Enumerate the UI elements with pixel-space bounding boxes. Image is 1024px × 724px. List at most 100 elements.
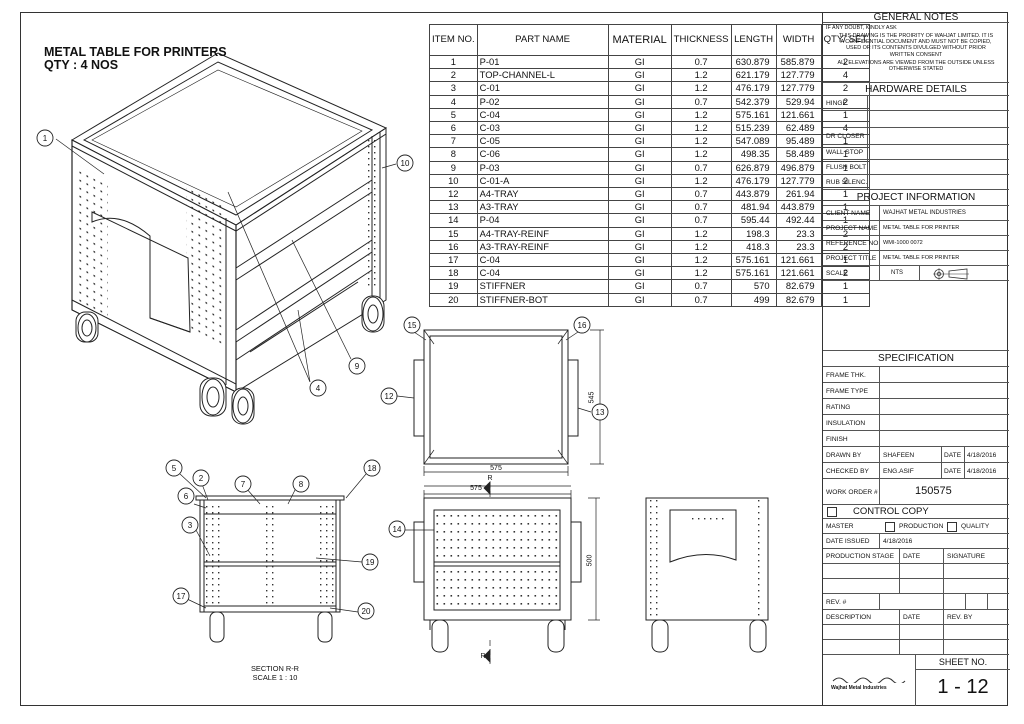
bom-material: GI xyxy=(607,68,672,83)
drawing-qty: QTY : 4 NOS xyxy=(44,58,119,72)
bom-thickness: 0.7 xyxy=(670,279,732,294)
balloon-20: 20 xyxy=(361,607,371,616)
general-notes-header: GENERAL NOTES xyxy=(823,12,1009,23)
bom-item: 13 xyxy=(429,200,478,215)
production-checkbox[interactable] xyxy=(885,522,895,532)
control-copy-label: CONTROL COPY xyxy=(853,506,929,517)
checked-value: ENG.ASIF xyxy=(883,468,914,475)
bom-item: 17 xyxy=(429,253,478,268)
signature-label: SIGNATURE xyxy=(947,553,985,560)
bom-part-name: C-01-A xyxy=(476,173,609,189)
bom-item: 19 xyxy=(429,279,478,294)
quality-checkbox[interactable] xyxy=(947,522,957,532)
isometric-view xyxy=(55,52,397,425)
dim-575-a: 575 xyxy=(470,485,482,492)
date-issued-value: 4/18/2016 xyxy=(883,538,913,545)
prod-stage-row-2 xyxy=(823,579,1009,594)
hw-row-hinge: HINGE xyxy=(823,96,1009,111)
bom-length: 515.239 xyxy=(730,121,777,136)
specification-header: SPECIFICATION xyxy=(823,351,1009,367)
bom-length: 595.44 xyxy=(730,213,777,228)
bom-part-name: A3-TRAY-REINF xyxy=(476,239,609,255)
control-copy-checkbox[interactable] xyxy=(827,507,837,517)
rev-date-label: DATE xyxy=(903,614,921,621)
logo-arabic-mark-icon xyxy=(832,677,906,685)
bom-item: 9 xyxy=(429,160,478,175)
bom-part-name: C-04 xyxy=(476,253,609,268)
revision-row-2 xyxy=(823,640,1009,655)
bom-material: GI xyxy=(607,81,672,96)
drawing-title-text: METAL TABLE FOR PRINTERS xyxy=(44,45,227,59)
balloon-19: 19 xyxy=(365,558,375,567)
bom-thickness: 1.2 xyxy=(670,68,732,83)
bom-thickness: 1.2 xyxy=(670,239,732,255)
bom-material: GI xyxy=(607,107,672,123)
note-1: IF ANY DOUBT, KINDLY ASK xyxy=(826,25,897,31)
rev-by-label: REV. BY xyxy=(947,614,973,621)
balloon-17: 17 xyxy=(176,592,186,601)
section-marker-bottom: R xyxy=(480,653,486,660)
bom-part-name: STIFFNER xyxy=(476,279,609,294)
hw-row-stop: WALL STOP xyxy=(823,145,1009,160)
balloon-8: 8 xyxy=(298,480,304,489)
bom-material: GI xyxy=(607,187,672,202)
bom-thickness: 0.7 xyxy=(670,160,732,175)
dim-500: 500 xyxy=(586,554,594,567)
bom-width: 127.779 xyxy=(775,173,822,189)
bom-material: GI xyxy=(607,292,672,307)
bom-length: 575.161 xyxy=(730,266,777,281)
balloon-12: 12 xyxy=(384,392,394,401)
bom-part-name: C-04 xyxy=(476,266,609,281)
bom-width: 127.779 xyxy=(775,81,822,96)
general-notes: IF ANY DOUBT, KINDLY ASK THIS DRAWING IS… xyxy=(823,23,1009,91)
spec-frame-thk-row: FRAME THK. xyxy=(823,367,1009,383)
checked-date: 4/18/2016 xyxy=(967,468,997,475)
ref-label: REFERENCE NO xyxy=(826,240,879,247)
bom-width: 82.679 xyxy=(775,292,822,307)
bom-part-name: A4-TRAY-REINF xyxy=(476,226,609,241)
bom-width: 261.94 xyxy=(775,187,822,202)
bom-length: 499 xyxy=(730,292,777,307)
bom-qty: 4 xyxy=(820,68,871,83)
client-label: CLIENT NAME xyxy=(826,210,871,217)
bom-width: 121.661 xyxy=(775,266,822,281)
drawn-date: 4/18/2016 xyxy=(967,452,997,459)
bom-part-name: TOP-CHANNEL-L xyxy=(476,68,609,83)
bom-width: 82.679 xyxy=(775,279,822,294)
bom-thickness: 1.2 xyxy=(670,226,732,241)
client-value: WAJHAT METAL INDUSTRIES xyxy=(883,210,966,216)
bom-header-thickness: THICKNESS xyxy=(670,24,732,56)
balloon-9: 9 xyxy=(354,362,360,371)
bom-header-part: PART NAME xyxy=(476,24,609,56)
logo-text: Wajhat Metal Industries xyxy=(831,685,887,691)
hw-bolt: FLUSH BOLT xyxy=(826,164,867,171)
bom-thickness: 1.2 xyxy=(670,173,732,189)
top-view xyxy=(396,329,604,476)
bom-length: 630.879 xyxy=(730,54,777,70)
bom-length: 476.179 xyxy=(730,81,777,96)
section-name: SECTION R-R xyxy=(250,664,300,673)
bom-thickness: 0.7 xyxy=(670,213,732,228)
bom-header-row: ITEM NO. PART NAME MATERIAL THICKNESS LE… xyxy=(429,24,871,56)
project-info-header: PROJECT INFORMATION xyxy=(823,190,1009,206)
bom-thickness: 1.2 xyxy=(670,107,732,123)
bom-qty: 2 xyxy=(820,226,871,241)
work-order-row: WORK ORDER #150575 xyxy=(823,479,1009,505)
side-elevation xyxy=(645,497,769,653)
bom-header-length: LENGTH xyxy=(730,24,777,56)
date-issued-label: DATE ISSUED xyxy=(826,538,870,545)
hw-row-closer: DR CLOSER xyxy=(823,128,1009,145)
bom-qty: 1 xyxy=(820,200,871,215)
bom-item: 5 xyxy=(429,107,478,123)
